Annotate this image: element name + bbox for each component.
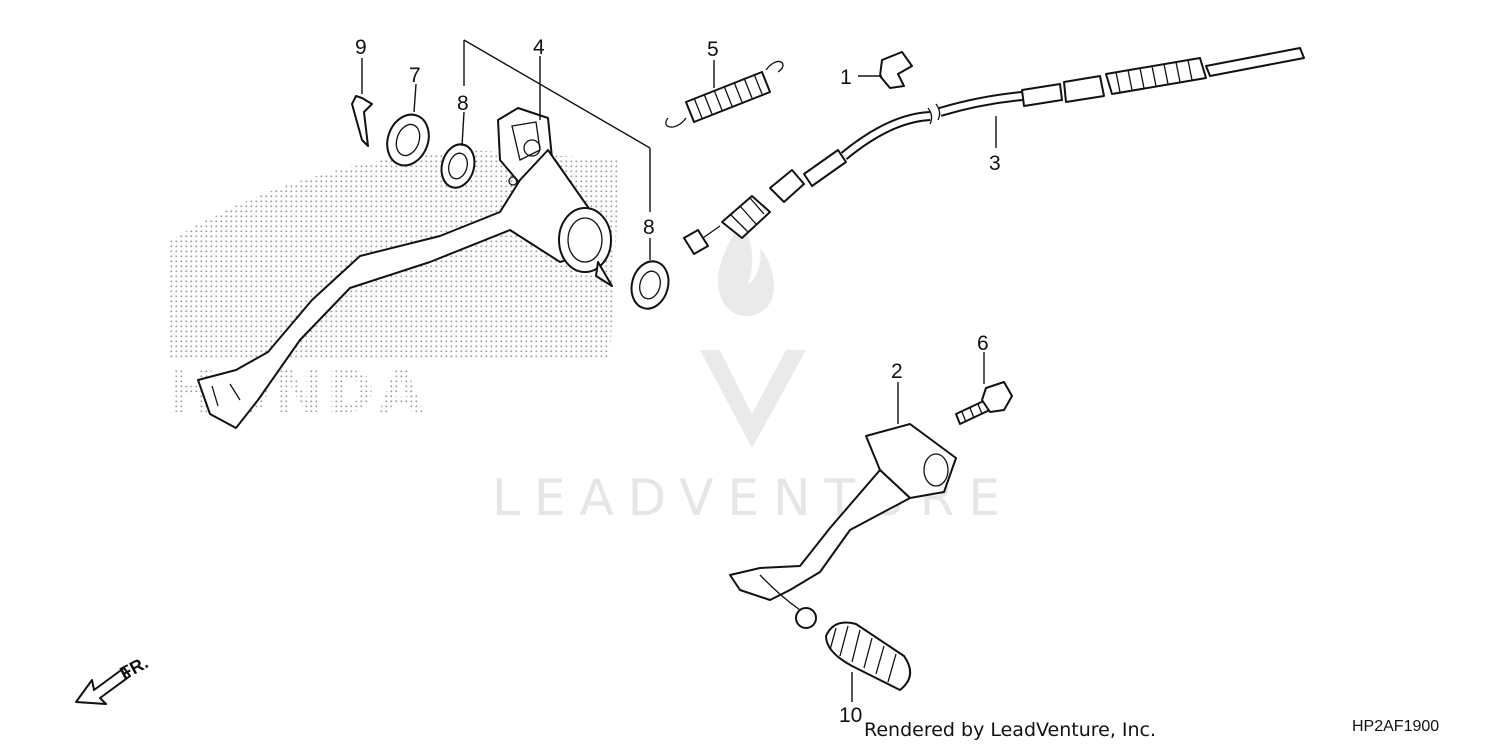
callout-6: 6: [977, 332, 989, 355]
shift-pedal-part[interactable]: [729, 423, 957, 629]
front-direction-arrow: FR.: [75, 652, 151, 705]
washer-part[interactable]: [380, 109, 435, 172]
callout-8-lower: 8: [643, 216, 655, 239]
brake-pedal-part[interactable]: [197, 107, 613, 429]
callout-8-upper: 8: [457, 92, 469, 115]
cable-clip-part[interactable]: [879, 51, 913, 89]
cotter-pin-part[interactable]: [351, 95, 373, 147]
callout-10: 10: [839, 704, 862, 727]
dust-seal-upper-part[interactable]: [437, 141, 479, 192]
callout-5: 5: [707, 38, 719, 61]
callout-1: 1: [840, 66, 852, 89]
bolt-part[interactable]: [955, 381, 1013, 425]
callout-labels: 9 7 8 4 5 1 3 8 6 2 10: [355, 36, 1001, 727]
callout-2: 2: [891, 360, 903, 383]
spring-part[interactable]: [665, 60, 784, 128]
rendered-by-credit: Rendered by LeadVenture, Inc.: [864, 719, 1157, 741]
dust-seal-lower-part[interactable]: [626, 257, 673, 313]
brake-cable-part[interactable]: [683, 47, 1305, 255]
callout-7: 7: [409, 64, 421, 87]
leader-lines: [361, 39, 997, 702]
footpeg-rubber-part[interactable]: [825, 621, 911, 691]
diagram-code: HP2AF1900: [1352, 718, 1440, 735]
callout-4: 4: [533, 36, 545, 59]
callout-3: 3: [989, 152, 1001, 175]
callout-9: 9: [355, 36, 367, 59]
